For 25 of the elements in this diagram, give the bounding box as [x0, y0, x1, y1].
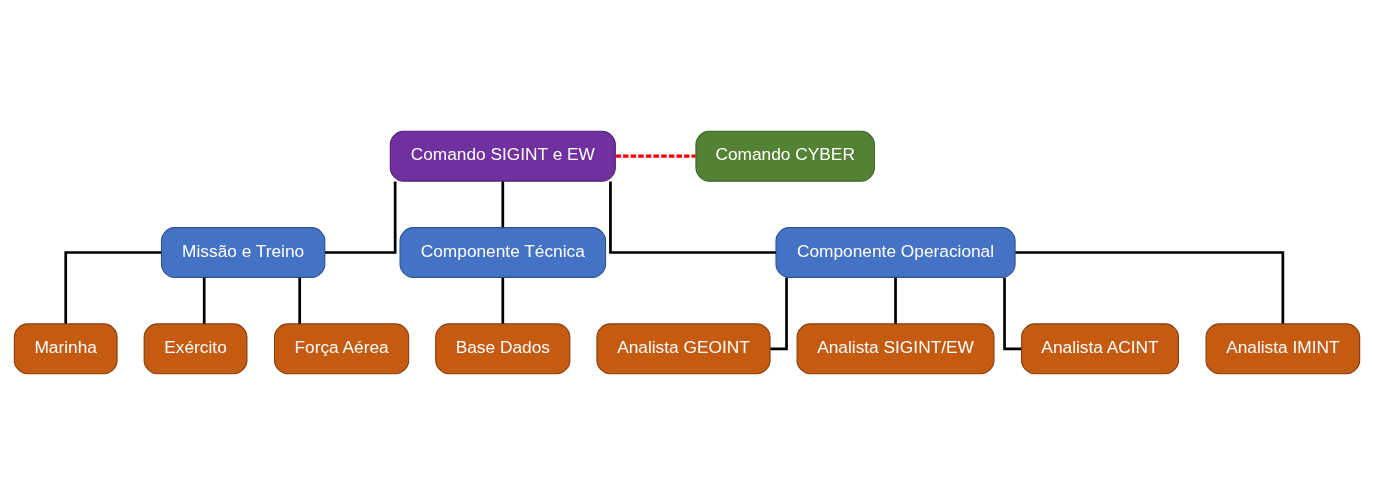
connector	[298, 277, 302, 324]
node-box: Comando SIGINT e EW	[389, 130, 616, 182]
connector	[1015, 250, 1285, 323]
connector	[202, 277, 206, 324]
connector	[770, 277, 788, 350]
node-box: Analista IMINT	[1205, 322, 1361, 374]
node-box: Comando CYBER	[695, 130, 875, 182]
node-box: Analista ACINT	[1021, 322, 1179, 374]
node-box: Força Aérea	[274, 322, 410, 374]
node-box: Analista SIGINT/EW	[796, 322, 995, 374]
connector	[894, 277, 897, 324]
node-box: Componente Operacional	[775, 226, 1016, 278]
connector	[1003, 277, 1022, 350]
connector	[615, 154, 696, 158]
node-box: Exército	[143, 322, 248, 374]
connector	[324, 181, 397, 254]
node-box: Marinha	[13, 322, 118, 374]
connector	[501, 181, 505, 227]
node-box: Componente Técnica	[399, 226, 607, 278]
connector	[64, 250, 162, 323]
node-box: Base Dados	[435, 322, 571, 374]
connector	[501, 277, 505, 324]
connector	[609, 181, 776, 254]
node-box: Analista GEOINT	[596, 322, 771, 374]
node-box: Missão e Treino	[160, 226, 326, 278]
